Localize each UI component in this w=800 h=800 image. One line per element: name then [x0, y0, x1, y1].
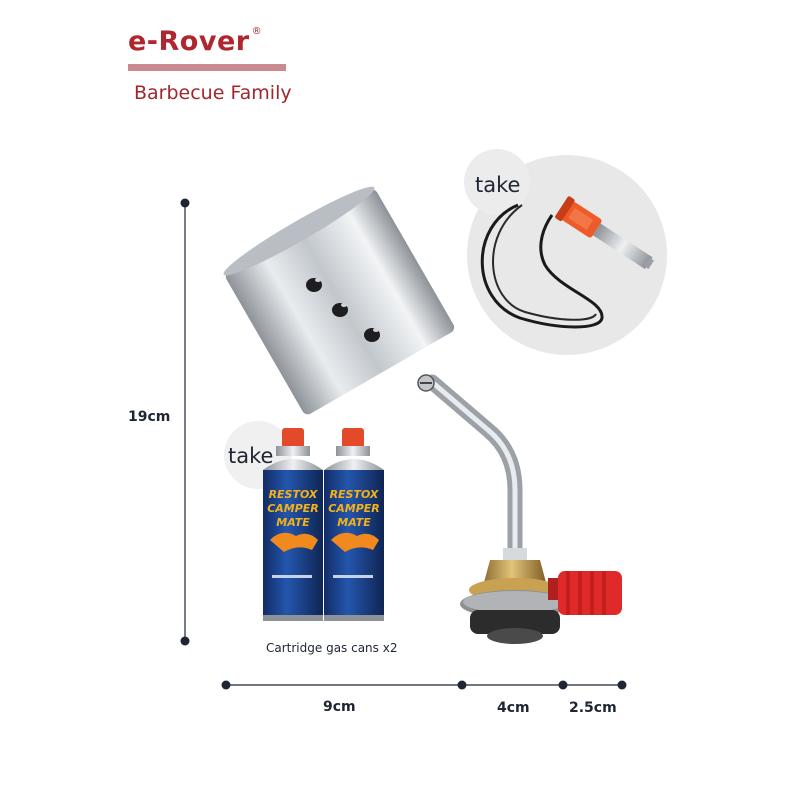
- width-label-main: 9cm: [323, 699, 356, 715]
- height-label: 19cm: [128, 409, 171, 425]
- torch-product: [223, 186, 622, 644]
- width-label-stem: 4cm: [497, 700, 530, 716]
- can2-print-line2: CAMPER: [328, 502, 380, 515]
- igniter-inset: [464, 149, 667, 355]
- height-dimension-line: [180, 198, 190, 646]
- piezo-igniter-icon: [555, 196, 654, 269]
- cans-caption: Cartridge gas cans x2: [266, 641, 398, 655]
- gas-canister-icon: [263, 428, 384, 621]
- width-dimension-line: [221, 680, 627, 690]
- brand-tagline: Barbecue Family: [134, 82, 292, 104]
- can1-print-line1: RESTOX: [269, 488, 318, 501]
- igniter-take-label: take: [475, 173, 521, 197]
- can1-print-line2: CAMPER: [267, 502, 319, 515]
- brand-name: e-Rover: [128, 26, 250, 57]
- logo-band: [128, 64, 286, 71]
- can2-print-line3: MATE: [337, 516, 371, 529]
- brand-logo: e-Rover®: [128, 26, 262, 57]
- cans-take-label: take: [228, 444, 274, 468]
- can1-print-line3: MATE: [276, 516, 310, 529]
- width-label-valve: 2.5cm: [569, 700, 617, 716]
- registered-mark: ®: [251, 26, 263, 37]
- can2-print-line1: RESTOX: [330, 488, 379, 501]
